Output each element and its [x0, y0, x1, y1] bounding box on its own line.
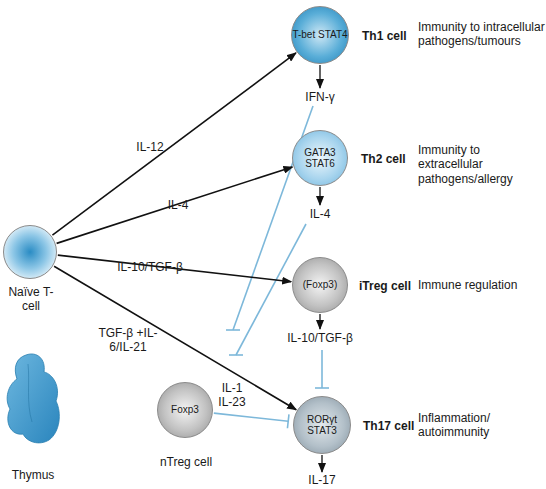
marker-text: T-bet STAT4: [292, 7, 348, 63]
cell-circle: GATA3 STAT6Th2 cell: [292, 130, 348, 186]
function-note: Inflammation/ autoimmunity: [418, 411, 508, 440]
secretion-arrow: [321, 455, 322, 472]
cell-name: Th2 cell: [361, 152, 406, 166]
cytokine-label: IL-4: [300, 207, 340, 221]
cell-circle: Foxp3nTreg cell: [157, 382, 213, 438]
secretion-arrow: [319, 314, 320, 329]
differentiation-arrow: [58, 255, 291, 282]
function-note: Immunity to extracellular pathogens/alle…: [418, 143, 546, 186]
cell-circle: T-bet STAT4Th1 cell: [291, 6, 349, 64]
cytokine-label: IL-1 IL-23: [215, 381, 249, 410]
secretion-arrow: [319, 65, 320, 88]
marker-text: Foxp3: [158, 383, 212, 437]
differentiation-arrow: [52, 53, 296, 235]
marker-text: GATA3 STAT6: [293, 131, 347, 185]
cell-circle: (Foxp3)iTreg cell: [292, 257, 348, 313]
cell-name: nTreg cell: [146, 455, 226, 469]
cell-circle: RORγt STAT3Th17 cell: [293, 396, 351, 454]
inhibition-connector: [214, 413, 289, 428]
function-note: Immune regulation: [418, 278, 546, 292]
marker-text: (Foxp3): [293, 258, 347, 312]
thymus-shape: [4, 352, 62, 446]
secretion-arrow: [319, 187, 320, 205]
edge-label: IL-4: [158, 198, 198, 212]
differentiation-arrow: [57, 167, 293, 243]
edge-label: IL-12: [125, 140, 175, 154]
cell-name: Thymus: [3, 468, 63, 482]
cell-name: Th17 cell: [363, 419, 414, 433]
cell-name: iTreg cell: [359, 279, 411, 293]
thymus-organ: Thymus: [4, 352, 62, 446]
cytokine-label: IFN-γ: [290, 90, 350, 104]
marker-text: RORγt STAT3: [294, 397, 350, 453]
edge-label: IL-10/TGF-β: [105, 260, 195, 274]
cell-circle: Naïve T-cell: [3, 225, 57, 279]
edge-label: TGF-β +IL-6/IL-21: [92, 326, 164, 355]
function-note: Immunity to intracellular pathogens/tumo…: [418, 20, 546, 49]
cell-name: Naïve T-cell: [5, 285, 57, 314]
cell-name: Th1 cell: [362, 29, 407, 43]
cytokine-label: IL-17: [297, 473, 347, 487]
cytokine-label: IL-10/TGF-β: [275, 331, 365, 345]
